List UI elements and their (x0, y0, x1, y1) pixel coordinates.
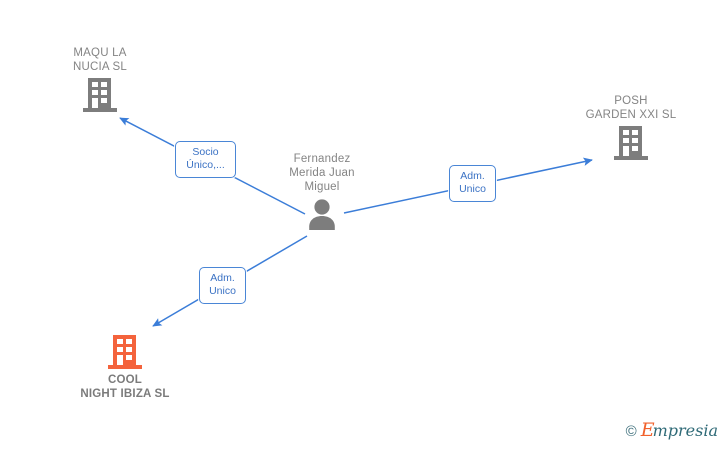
person-node[interactable]: Fernandez Merida Juan Miguel (247, 152, 397, 231)
company-node-cool-night-ibiza[interactable]: COOL NIGHT IBIZA SL (50, 334, 200, 401)
building-icon (108, 335, 142, 369)
watermark: © Empresia (626, 421, 718, 441)
company-node-posh-garden[interactable]: POSH GARDEN XXI SL (556, 94, 706, 161)
building-icon (83, 78, 117, 112)
copyright-symbol: © (625, 422, 637, 440)
company-node-maqu-la-nucia-label: MAQU LA NUCIA SL (72, 47, 127, 73)
person-icon (309, 199, 335, 230)
company-node-cool-night-ibiza-label: COOL NIGHT IBIZA SL (80, 374, 170, 400)
building-icon (614, 126, 648, 160)
person-node-label: Fernandez Merida Juan Miguel (289, 153, 355, 193)
edge-label-posh-garden[interactable]: Adm. Unico (449, 165, 496, 202)
edge-label-cool-night-ibiza[interactable]: Adm. Unico (199, 267, 246, 304)
company-node-maqu-la-nucia[interactable]: MAQU LA NUCIA SL (25, 46, 175, 113)
brand-name: mpresia (652, 421, 718, 440)
company-node-posh-garden-label: POSH GARDEN XXI SL (585, 95, 677, 121)
edge-label-maqu-la-nucia[interactable]: Socio Único,... (175, 141, 236, 178)
brand-initial: E (640, 419, 655, 441)
